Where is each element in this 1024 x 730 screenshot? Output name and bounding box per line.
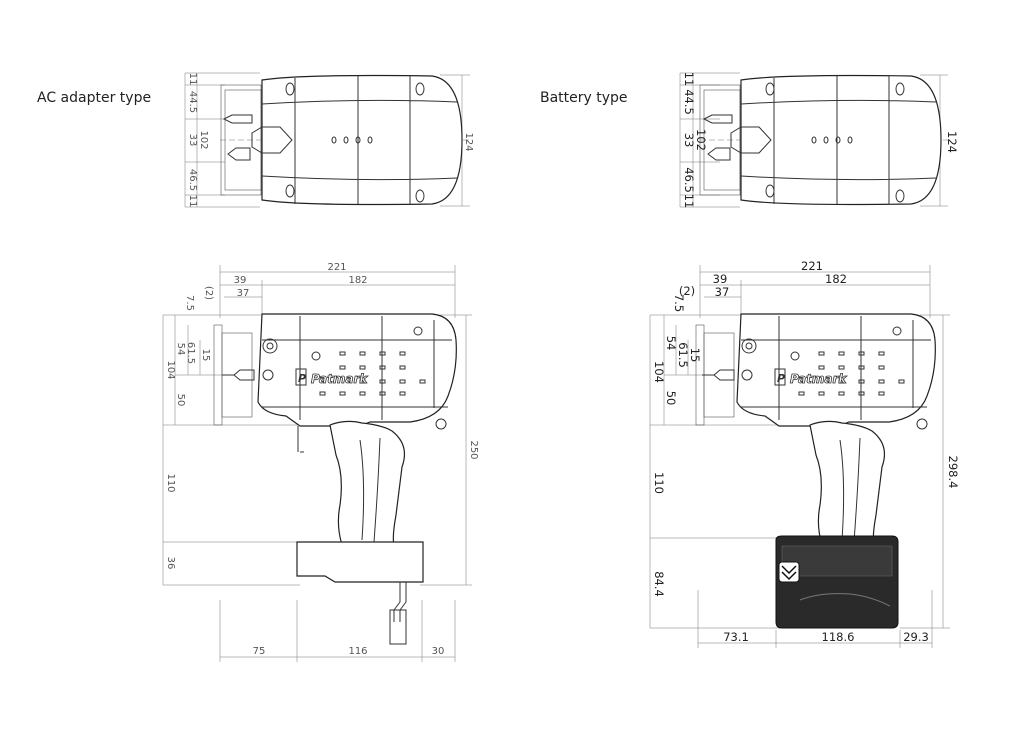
dim-text: 104 [165,360,176,379]
dim-text: 102 [198,130,209,149]
dim-text: 250 [468,440,479,459]
dim-text: 29.3 [903,630,929,644]
dim-text: 73.1 [723,630,749,644]
dim-text: 124 [945,131,959,153]
dim-text: 124 [463,132,474,151]
dim-text: 39 [713,272,728,286]
dim-text: 50 [175,394,186,407]
dim-text: 298.4 [946,456,960,489]
brand-name: Patmark [311,372,368,386]
dim-text: 104 [652,361,666,383]
brand-name: Patmark [790,372,847,386]
dim-text: 221 [327,262,346,273]
dim-text: 75 [253,646,266,657]
dim-text: 37 [237,288,250,299]
battery-top-view: 11 44.5 33 102 46.5 11 124 [679,72,959,209]
dim-text: 11 [187,195,198,208]
ac-side-view: P Patmark 221 39 182 37 (2) 7.5 54 61.5 … [162,262,479,662]
brand-mark: P [298,372,306,385]
dim-text: 50 [664,391,678,406]
dim-text: 54 [664,336,678,351]
dim-text: 33 [187,134,198,147]
dim-text: 30 [432,646,445,657]
dim-text: (2) [203,286,214,300]
dim-text: 44.5 [682,89,696,115]
dim-text: 46.5 [187,169,198,191]
dim-text: 118.6 [822,630,855,644]
ac-adapter-type-label: AC adapter type [37,90,152,106]
dim-text: 11 [682,72,696,87]
dim-text: 11 [187,73,198,86]
dim-text: 39 [234,275,247,286]
dim-text: 221 [801,259,823,273]
dim-text: 15 [200,349,211,362]
dim-text: 37 [715,285,730,299]
dim-text: 7.5 [672,294,686,312]
battery-type-label: Battery type [540,90,628,106]
dim-text: 33 [682,133,696,148]
brand-mark: P [777,372,785,385]
dim-text: 102 [694,129,708,151]
battery-logo-icon [778,561,800,583]
dim-text: 15 [688,348,702,363]
battery-side-view: P Patmark 221 39 182 37 (2) 7.5 54 61.5 … [649,259,960,648]
dim-text: 11 [682,194,696,209]
dim-text: 116 [348,646,367,657]
dim-text: 44.5 [187,91,198,113]
dim-text: 46.5 [682,167,696,193]
dim-text: 61.5 [676,342,690,368]
dim-text: 110 [165,473,176,492]
dim-text: 36 [165,557,176,570]
dim-text: (2) [679,284,695,298]
dim-text: 7.5 [184,295,195,311]
dim-text: 61.5 [185,342,196,364]
dim-text: 84.4 [652,571,666,597]
ac-top-view: 11 44.5 33 102 46.5 11 124 [184,73,474,208]
dim-text: 182 [348,275,367,286]
dim-text: 182 [825,272,847,286]
dim-text: 54 [175,343,186,356]
dim-text: 110 [652,472,666,494]
